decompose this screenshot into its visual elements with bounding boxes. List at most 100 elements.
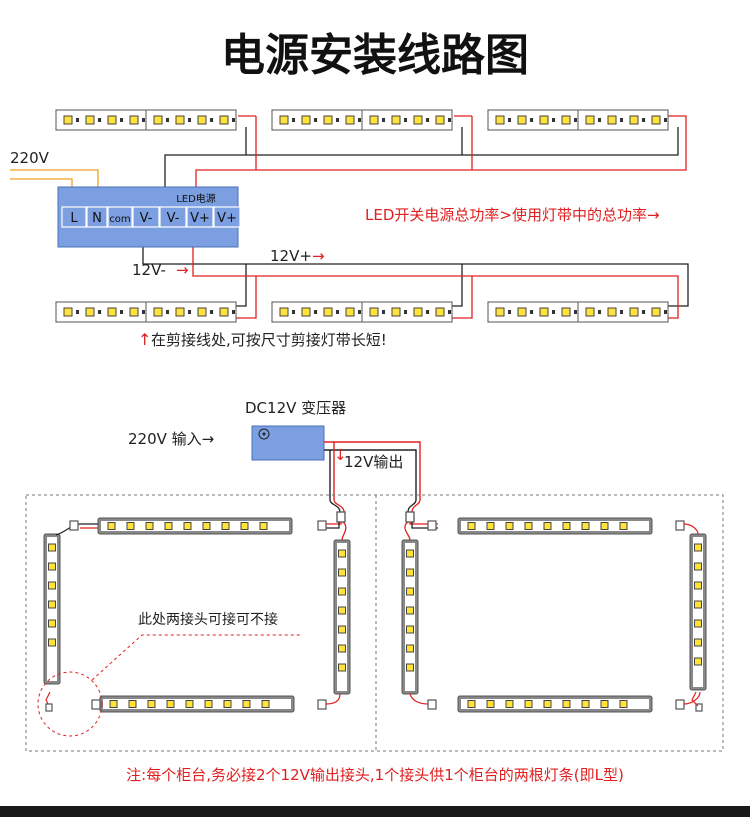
top-wires bbox=[10, 115, 689, 319]
led-chip bbox=[279, 307, 289, 317]
led-chip bbox=[581, 700, 590, 708]
led-strip-horizontal bbox=[97, 517, 293, 535]
led-chip bbox=[517, 115, 527, 125]
led-chip bbox=[600, 700, 609, 708]
led-chip bbox=[185, 700, 194, 708]
led-strip-vertical bbox=[401, 539, 419, 695]
led-chip bbox=[48, 581, 56, 590]
led-chip bbox=[467, 522, 476, 530]
led-chip bbox=[391, 307, 401, 317]
led-chip bbox=[323, 115, 333, 125]
led-chip bbox=[391, 115, 401, 125]
led-chip bbox=[505, 522, 514, 530]
led-chip bbox=[524, 522, 533, 530]
output-connectors bbox=[318, 499, 438, 541]
terminal-label: V- bbox=[167, 211, 180, 226]
led-chip bbox=[651, 307, 661, 317]
led-chip bbox=[694, 562, 702, 571]
led-chip bbox=[561, 307, 571, 317]
led-chip bbox=[153, 307, 163, 317]
output-label: 12V输出 bbox=[344, 453, 403, 471]
led-chip bbox=[600, 522, 609, 530]
v-minus-arrow: → bbox=[176, 261, 189, 279]
led-chip bbox=[694, 657, 702, 666]
led-chip bbox=[561, 115, 571, 125]
led-chip bbox=[197, 115, 207, 125]
led-chip bbox=[505, 700, 514, 708]
led-chip bbox=[539, 307, 549, 317]
led-chip bbox=[219, 307, 229, 317]
led-chip bbox=[338, 606, 346, 615]
power-supply-label: LED电源 bbox=[176, 192, 216, 205]
led-chip bbox=[107, 115, 117, 125]
led-chip bbox=[153, 115, 163, 125]
led-chip bbox=[129, 307, 139, 317]
led-chip bbox=[164, 522, 173, 530]
cabinet-frame bbox=[25, 494, 724, 752]
led-chip bbox=[107, 307, 117, 317]
led-chip bbox=[338, 644, 346, 653]
led-chip bbox=[63, 115, 73, 125]
led-chip bbox=[129, 115, 139, 125]
led-chip bbox=[63, 307, 73, 317]
led-strip-vertical bbox=[333, 539, 351, 695]
led-chip bbox=[197, 307, 207, 317]
led-chip bbox=[128, 700, 137, 708]
led-strip-vertical bbox=[43, 533, 61, 685]
led-chip bbox=[345, 307, 355, 317]
led-chip bbox=[406, 625, 414, 634]
cut-note: 在剪接线处,可按尺寸剪接灯带长短! bbox=[151, 331, 387, 349]
led-chip bbox=[562, 522, 571, 530]
transformer-label: DC12V 变压器 bbox=[245, 399, 346, 417]
led-chip bbox=[221, 522, 230, 530]
led-chip bbox=[486, 700, 495, 708]
led-chip bbox=[147, 700, 156, 708]
terminal-label: com bbox=[109, 214, 130, 225]
led-chip bbox=[524, 700, 533, 708]
led-chip bbox=[48, 543, 56, 552]
led-chip bbox=[109, 700, 118, 708]
strip-end-connectors bbox=[45, 520, 703, 712]
led-chip bbox=[204, 700, 213, 708]
led-chip bbox=[259, 522, 268, 530]
led-chip bbox=[585, 307, 595, 317]
led-chip bbox=[585, 115, 595, 125]
led-chip bbox=[651, 115, 661, 125]
led-chip bbox=[219, 115, 229, 125]
led-chip bbox=[413, 115, 423, 125]
v-minus-label: 12V- bbox=[132, 261, 166, 279]
top-strip-row-1 bbox=[55, 109, 669, 131]
led-chip bbox=[694, 619, 702, 628]
led-chip bbox=[406, 644, 414, 653]
led-chip bbox=[581, 522, 590, 530]
led-chip bbox=[107, 522, 116, 530]
led-chip bbox=[48, 619, 56, 628]
v-plus-arrow: → bbox=[312, 247, 325, 265]
led-chip bbox=[166, 700, 175, 708]
led-chip bbox=[467, 700, 476, 708]
bottom-bar bbox=[0, 806, 750, 817]
led-chip bbox=[48, 600, 56, 609]
led-chip bbox=[486, 522, 495, 530]
led-chip bbox=[175, 115, 185, 125]
led-chip bbox=[495, 115, 505, 125]
led-chip bbox=[369, 307, 379, 317]
led-chip bbox=[338, 549, 346, 558]
led-chip bbox=[175, 307, 185, 317]
led-chip bbox=[323, 307, 333, 317]
cut-note-arrow: ↑ bbox=[138, 330, 151, 349]
input-220v-label: 220V 输入→ bbox=[128, 430, 214, 448]
led-chip bbox=[406, 568, 414, 577]
led-chip bbox=[694, 600, 702, 609]
led-chip bbox=[261, 700, 270, 708]
footer-note: 注:每个柜台,务必接2个12V输出接头,1个接头供1个柜台的两根灯条(即L型) bbox=[126, 766, 624, 784]
dc12v-transformer bbox=[251, 425, 325, 461]
led-chip bbox=[338, 625, 346, 634]
led-chip bbox=[301, 115, 311, 125]
led-strip-vertical bbox=[689, 533, 707, 691]
led-chip bbox=[242, 700, 251, 708]
v-plus-label: 12V+ bbox=[270, 247, 312, 265]
output-arrow: ↓ bbox=[334, 446, 347, 464]
